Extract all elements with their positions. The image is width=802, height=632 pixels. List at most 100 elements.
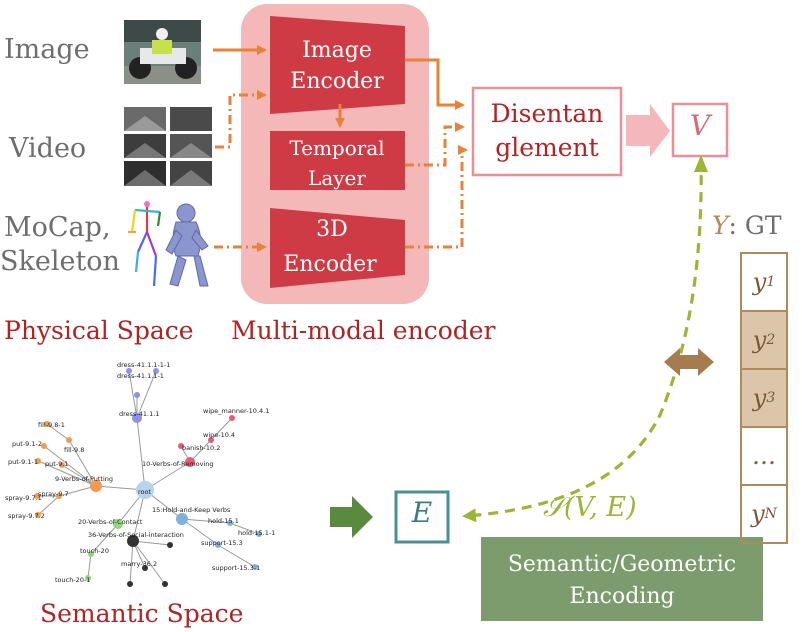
3d-to-disentangle-arrow bbox=[405, 145, 468, 249]
graph-node bbox=[35, 458, 41, 464]
graph-node bbox=[66, 437, 72, 443]
motorcycle-photo bbox=[124, 20, 201, 84]
graph-node bbox=[178, 443, 184, 449]
encoder-to-disentangle-arrow bbox=[405, 58, 465, 110]
gt-cell-base: y bbox=[752, 268, 767, 296]
graph-label: root bbox=[138, 488, 151, 496]
graph-labels: root dress-41.1.1-1-1 dress-41.1.1-1 dre… bbox=[5, 361, 275, 584]
disentanglement-label-1: Disentan bbox=[490, 99, 604, 128]
similarity-curve bbox=[462, 157, 703, 523]
graph-node bbox=[113, 519, 123, 529]
graph-label: dress-41.1.1 bbox=[119, 410, 159, 418]
graph-label: 20-Verbs-of-Contact bbox=[78, 518, 143, 526]
image-encoder-label-2: Encoder bbox=[290, 69, 384, 94]
gt-cell-sub: 1 bbox=[766, 274, 776, 290]
graph-node bbox=[162, 581, 168, 587]
semantic-to-e-arrow bbox=[330, 496, 373, 538]
graph-node bbox=[132, 413, 142, 423]
graph-node bbox=[34, 493, 40, 499]
semantic-geometric-label-2: Encoding bbox=[569, 584, 675, 609]
temporal-label-2: Layer bbox=[308, 166, 366, 190]
graph-node bbox=[127, 535, 139, 547]
disentanglement-label-2: glement bbox=[495, 133, 599, 162]
multimodal-encoder-label: Multi-modal encoder bbox=[231, 316, 496, 345]
gt-cell-base: y bbox=[752, 326, 767, 354]
graph-label: 15:Hold-and-Keep Verbs bbox=[152, 506, 231, 514]
encoder-3d-label-1: 3D bbox=[316, 217, 348, 242]
video-frames bbox=[124, 107, 212, 186]
graph-label: spray-9.7.2 bbox=[8, 512, 45, 520]
input-image-label: Image bbox=[4, 34, 90, 65]
e-symbol: E bbox=[411, 496, 433, 529]
double-arrow bbox=[664, 348, 714, 376]
graph-node bbox=[44, 421, 50, 427]
graph-node bbox=[252, 564, 258, 570]
temporal-layer-block bbox=[270, 131, 405, 190]
gt-cell-sub: 3 bbox=[766, 390, 776, 406]
graph-node bbox=[56, 493, 62, 499]
mesh-figure bbox=[165, 203, 209, 287]
gt-title: Y: GT bbox=[712, 213, 782, 238]
graph-node bbox=[126, 368, 132, 374]
graph-label: spray-9.7 bbox=[38, 490, 69, 498]
image-encoder-label-1: Image bbox=[302, 38, 372, 63]
graph-node bbox=[167, 542, 173, 548]
graph-node bbox=[229, 415, 235, 421]
graph-label: wipe_manner-10.4.1 bbox=[203, 407, 269, 415]
temporal-to-disentangle-arrow bbox=[405, 122, 465, 167]
graph-node bbox=[59, 462, 65, 468]
graph-label: hold-15.1 bbox=[208, 517, 239, 525]
input-arrows bbox=[213, 45, 468, 252]
graph-node bbox=[227, 520, 233, 526]
graph-label: 10-Verbs-of-Removing bbox=[142, 460, 214, 468]
gt-cell-base: y bbox=[752, 384, 767, 412]
encoder-3d-label-2: Encoder bbox=[283, 252, 377, 277]
gt-cell-base: y bbox=[751, 500, 765, 528]
similarity-arrowhead-top bbox=[694, 155, 708, 172]
semantic-geometric-box bbox=[481, 537, 763, 621]
graph-label: 36-Verbs-of-Social-interaction bbox=[88, 531, 184, 539]
graph-label: put-9.1-1 bbox=[8, 458, 38, 466]
input-video-label: Video bbox=[9, 133, 87, 164]
semantic-geometric-label: Semantic/Geometric Encoding bbox=[481, 549, 763, 613]
graph-label: hold-15.1-1 bbox=[238, 529, 275, 537]
gt-cell-sub: N bbox=[764, 506, 777, 522]
physical-space-label: Physical Space bbox=[4, 316, 194, 345]
encoder-3d-block bbox=[270, 208, 405, 288]
disentanglement-box bbox=[471, 86, 623, 177]
graph-node bbox=[134, 392, 140, 398]
graph-label: fill-9.8 bbox=[64, 446, 84, 454]
graph-node bbox=[185, 457, 195, 467]
gt-cell-base: … bbox=[752, 442, 776, 470]
graph-label: put-9.1-2 bbox=[12, 440, 42, 448]
graph-node bbox=[88, 551, 94, 557]
disentangle-to-v-arrow bbox=[626, 104, 670, 157]
graph-label: 9-Verbs-of-Putting bbox=[55, 475, 113, 483]
graph-label: touch-20 bbox=[80, 547, 109, 555]
graph-label: wipe-10.4 bbox=[203, 431, 235, 439]
v-symbol: V bbox=[689, 109, 711, 142]
temporal-label-1: Temporal bbox=[289, 136, 384, 160]
gt-cell-sub: 2 bbox=[766, 332, 776, 348]
e-box bbox=[394, 490, 450, 544]
input-mocap-label-2: Skeleton bbox=[0, 246, 120, 277]
graph-node bbox=[35, 512, 41, 518]
graph-label: support-15.3-1 bbox=[212, 564, 260, 572]
graph-label: dress-41.1.1-1-1 bbox=[117, 361, 170, 369]
graph-label: banish-10.2 bbox=[182, 444, 220, 452]
graph-label: fill-9.8-1 bbox=[38, 421, 65, 429]
graph-node bbox=[256, 531, 262, 537]
graph-label: spray-9.7.1 bbox=[5, 494, 42, 502]
graph-node bbox=[153, 368, 159, 374]
disentanglement-label: Disentan glement bbox=[473, 97, 621, 165]
graph-label: touch-20-1 bbox=[55, 576, 90, 584]
graph-node bbox=[215, 542, 221, 548]
semantic-geometric-label-1: Semantic/Geometric bbox=[507, 552, 737, 577]
semantic-graph-nodes bbox=[34, 368, 262, 587]
